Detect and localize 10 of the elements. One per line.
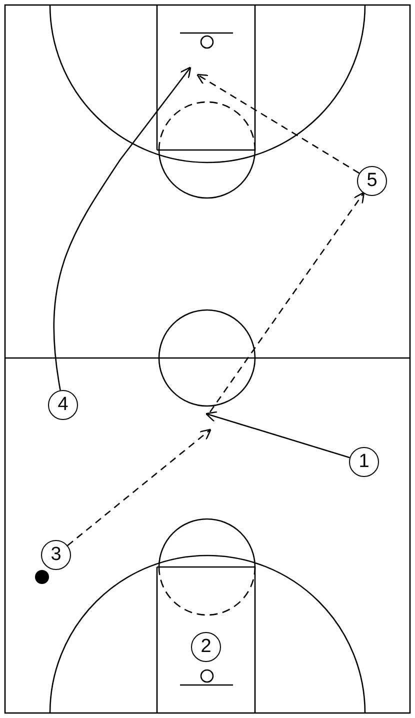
arrow [209, 192, 365, 412]
player-marker: 5 [357, 166, 387, 196]
player-marker: 4 [48, 390, 78, 420]
arrow [53, 66, 192, 390]
player-marker: 2 [191, 632, 221, 662]
arrow [67, 428, 212, 546]
arrow [196, 74, 360, 174]
player-marker: 3 [41, 540, 71, 570]
arrow [205, 411, 350, 458]
player-marker: 1 [349, 447, 379, 477]
